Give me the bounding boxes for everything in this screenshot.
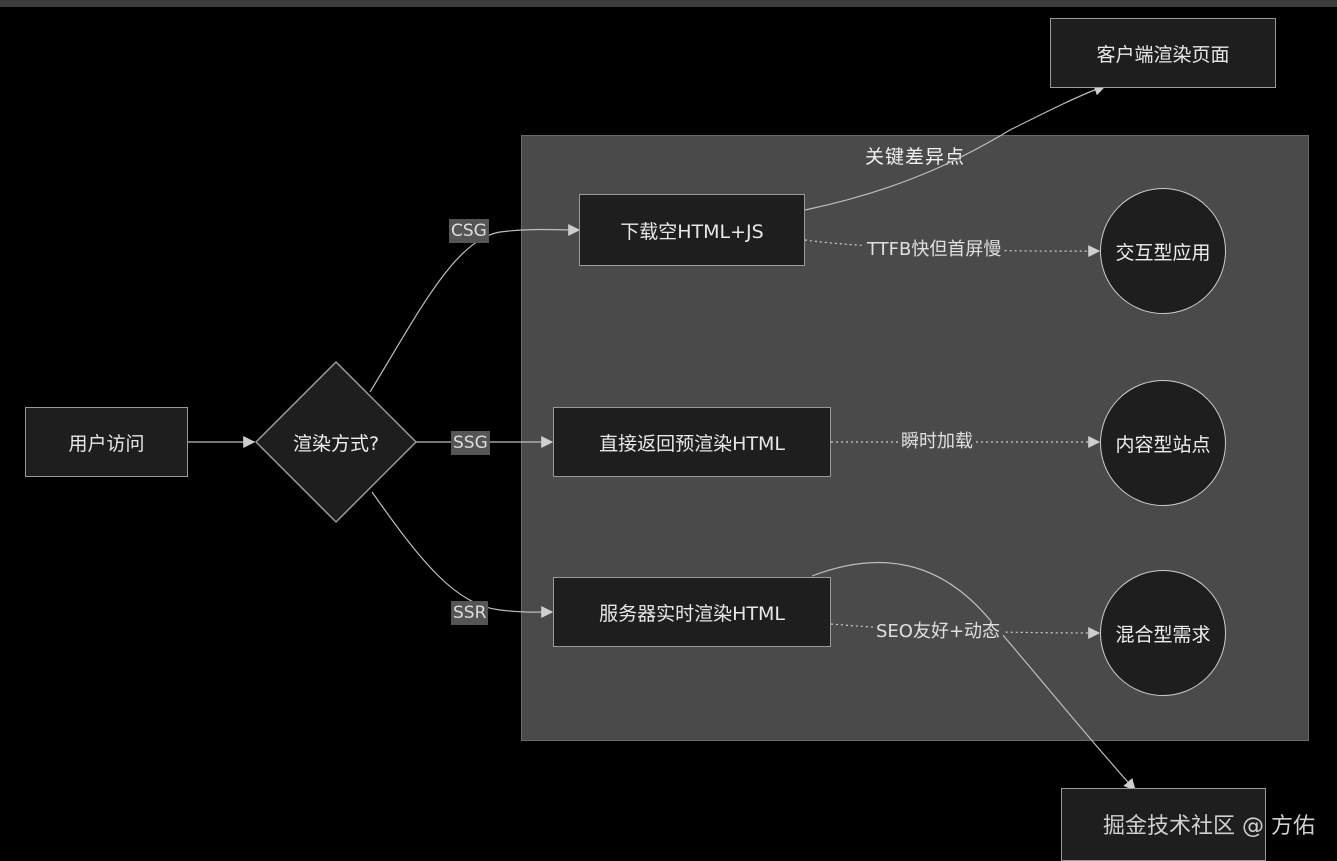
- decision-label: 渲染方式?: [292, 432, 380, 455]
- edge-label-csg: CSG: [449, 219, 489, 243]
- node-ssg-return: 直接返回预渲染HTML: [553, 407, 831, 477]
- window-top-bar: [0, 0, 1337, 7]
- watermark-text: 掘金技术社区 @ 方佑: [1103, 814, 1315, 839]
- node-user-visit: 用户访问: [25, 407, 188, 477]
- node-bottom-box: [1061, 788, 1266, 861]
- node-ssr-render: 服务器实时渲染HTML: [553, 577, 831, 647]
- subgraph-title: 关键差异点: [864, 146, 965, 168]
- edge-label-ssg: SSG: [451, 431, 490, 455]
- node-hybrid-needs: 混合型需求: [1100, 570, 1226, 696]
- decision-diamond: [254, 360, 418, 524]
- edge-ssr-to-bottom-box: [811, 561, 1136, 791]
- edge-label-seo: SEO友好+动态: [873, 621, 1004, 643]
- edge-label-ssr: SSR: [451, 601, 489, 625]
- node-csr-download: 下载空HTML+JS: [579, 194, 805, 266]
- node-content-site: 内容型站点: [1100, 380, 1226, 506]
- node-interactive-app: 交互型应用: [1100, 188, 1226, 314]
- node-client-render: 客户端渲染页面: [1050, 18, 1276, 88]
- edge-label-instant: 瞬时加载: [898, 431, 976, 453]
- edge-label-ttfb: TTFB快但首屏慢: [864, 239, 1005, 261]
- edge-ssr-to-hybrid: [830, 623, 1101, 639]
- edge-csr-to-client-render: [804, 84, 1107, 211]
